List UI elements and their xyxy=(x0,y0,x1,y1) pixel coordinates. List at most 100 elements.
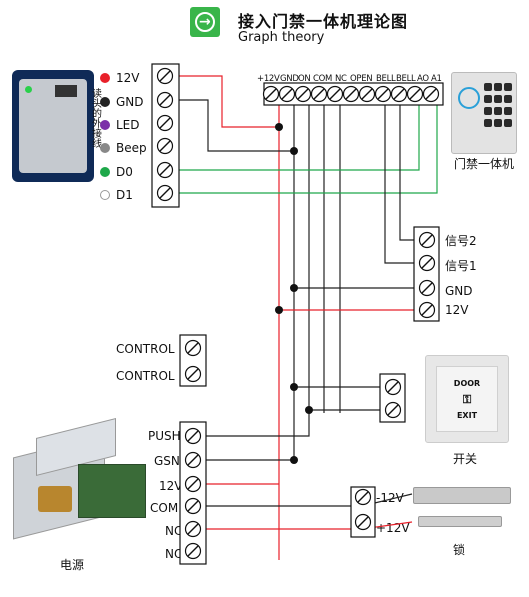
psu-terminal-block xyxy=(179,421,207,565)
wire-reader-d1 xyxy=(170,93,438,194)
junction-dot xyxy=(275,123,283,131)
bell-terminal-screw xyxy=(418,301,436,319)
term-label-12v: +12V xyxy=(257,74,280,84)
controller-terminal-screw xyxy=(310,85,328,103)
psu-board xyxy=(78,464,146,518)
psu-pin-12v: 12V xyxy=(159,479,183,493)
bell-terminal-screw xyxy=(418,231,436,249)
psu-pin-no: NO xyxy=(165,547,184,561)
term-label-a1: A1 xyxy=(431,74,442,84)
lock-terminal-screw xyxy=(354,488,372,506)
controller-terminal-screw xyxy=(374,85,392,103)
pin-d1-dot xyxy=(100,190,110,200)
keypad-controller-device xyxy=(451,72,517,154)
wire-bell-signal1 xyxy=(384,93,422,264)
wire-psu-push xyxy=(200,413,310,437)
pin-gnd-dot xyxy=(100,97,110,107)
psu-terminal-screw xyxy=(184,475,202,493)
psu-terminal-screw xyxy=(184,542,202,560)
bell-pin-signal1: 信号1 xyxy=(445,259,477,273)
psu-pin-gsn: GSN xyxy=(154,454,180,468)
junction-dot xyxy=(290,456,298,464)
control-terminal-screw xyxy=(184,339,202,357)
psu-pin-com: COM xyxy=(150,501,179,515)
lock-pin-pos: +12V xyxy=(376,521,410,535)
psu-terminal-screw xyxy=(184,427,202,445)
wire-reader-gnd xyxy=(170,99,294,152)
controller-terminal-screw xyxy=(342,85,360,103)
pin-12v-dot xyxy=(100,73,110,83)
bell-terminal-screw xyxy=(418,279,436,297)
psu-pin-nc: NC xyxy=(165,524,183,538)
reader-pin-d1: D1 xyxy=(116,188,133,202)
reader-terminal-screw xyxy=(156,161,174,179)
reader-terminal-screw xyxy=(156,91,174,109)
exit-button-door-text: DOOR xyxy=(453,379,481,388)
controller-terminal-screw xyxy=(422,85,440,103)
pin-led-dot xyxy=(100,120,110,130)
pin-beep-dot xyxy=(100,143,110,153)
psu-terminal-screw xyxy=(184,520,202,538)
diagram-subtitle: Graph theory xyxy=(238,30,325,45)
term-label-com: COM xyxy=(313,74,333,84)
psu-pin-push: PUSH xyxy=(148,429,181,443)
exit-terminal-screw xyxy=(384,378,402,396)
bell-terminal-screw xyxy=(418,254,436,272)
control-pin-2: CONTROL xyxy=(116,369,175,383)
lock-armature-plate xyxy=(418,516,502,527)
term-label-bell-2: BELL xyxy=(396,74,416,84)
controller-terminal-screw xyxy=(406,85,424,103)
term-label-on: ON xyxy=(298,74,311,84)
term-label-gnd: GND xyxy=(280,74,299,84)
rfid-icon xyxy=(458,87,480,109)
reader-led-indicator xyxy=(25,86,32,93)
exit-button-device: DOOR ⚿ EXIT xyxy=(425,355,509,443)
reader-window xyxy=(55,85,77,97)
controller-name: 门禁一体机 xyxy=(454,157,515,171)
lock-name: 锁 xyxy=(453,543,466,557)
psu-terminal-screw xyxy=(184,451,202,469)
reader-terminal-screw xyxy=(156,67,174,85)
term-label-nc: NC xyxy=(335,74,347,84)
term-label-bell-1: BELL xyxy=(376,74,396,84)
reader-terminal-screw xyxy=(156,137,174,155)
control-terminal-screw xyxy=(184,365,202,383)
diagram-title: 接入门禁一体机理论图 xyxy=(238,12,409,31)
power-supply-device xyxy=(8,418,154,540)
junction-dot xyxy=(305,406,313,414)
magnetic-lock-device xyxy=(413,487,511,504)
junction-dot xyxy=(290,383,298,391)
controller-terminal-screw xyxy=(278,85,296,103)
control-pin-1: CONTROL xyxy=(116,342,175,356)
reader-terminal-screw xyxy=(156,114,174,132)
junction-dot xyxy=(275,306,283,314)
junction-dot xyxy=(290,147,298,155)
reader-wire-label: 读头的外接线 xyxy=(92,89,102,150)
card-reader-device xyxy=(12,70,94,182)
key-icon: ⚿ xyxy=(462,393,472,406)
psu-terminal-screw xyxy=(184,497,202,515)
term-label-open: OPEN xyxy=(350,74,373,84)
wire-reader-12v xyxy=(170,75,279,128)
bell-pin-gnd: GND xyxy=(445,284,473,298)
bell-pin-12v: 12V xyxy=(445,303,469,317)
exit-button-name: 开关 xyxy=(453,452,478,466)
power-supply-name: 电源 xyxy=(60,558,85,572)
card-reader-face xyxy=(19,79,87,173)
exit-button-exit-text: EXIT xyxy=(456,411,478,420)
controller-terminal-screw xyxy=(262,85,280,103)
pin-d0-dot xyxy=(100,167,110,177)
controller-terminal-screw xyxy=(294,85,312,103)
reader-pin-gnd: GND xyxy=(116,95,144,109)
bell-pin-signal2: 信号2 xyxy=(445,234,477,248)
controller-terminal-screw xyxy=(358,85,376,103)
reader-pin-d0: D0 xyxy=(116,165,133,179)
reader-pin-beep: Beep xyxy=(116,141,147,155)
arrow-right-icon: → xyxy=(190,7,220,37)
reader-terminal-screw xyxy=(156,184,174,202)
term-label-ao: AO xyxy=(417,74,429,84)
wire-reader-d0 xyxy=(170,93,420,171)
lock-terminal-screw xyxy=(354,513,372,531)
reader-pin-12v: 12V xyxy=(116,71,140,85)
